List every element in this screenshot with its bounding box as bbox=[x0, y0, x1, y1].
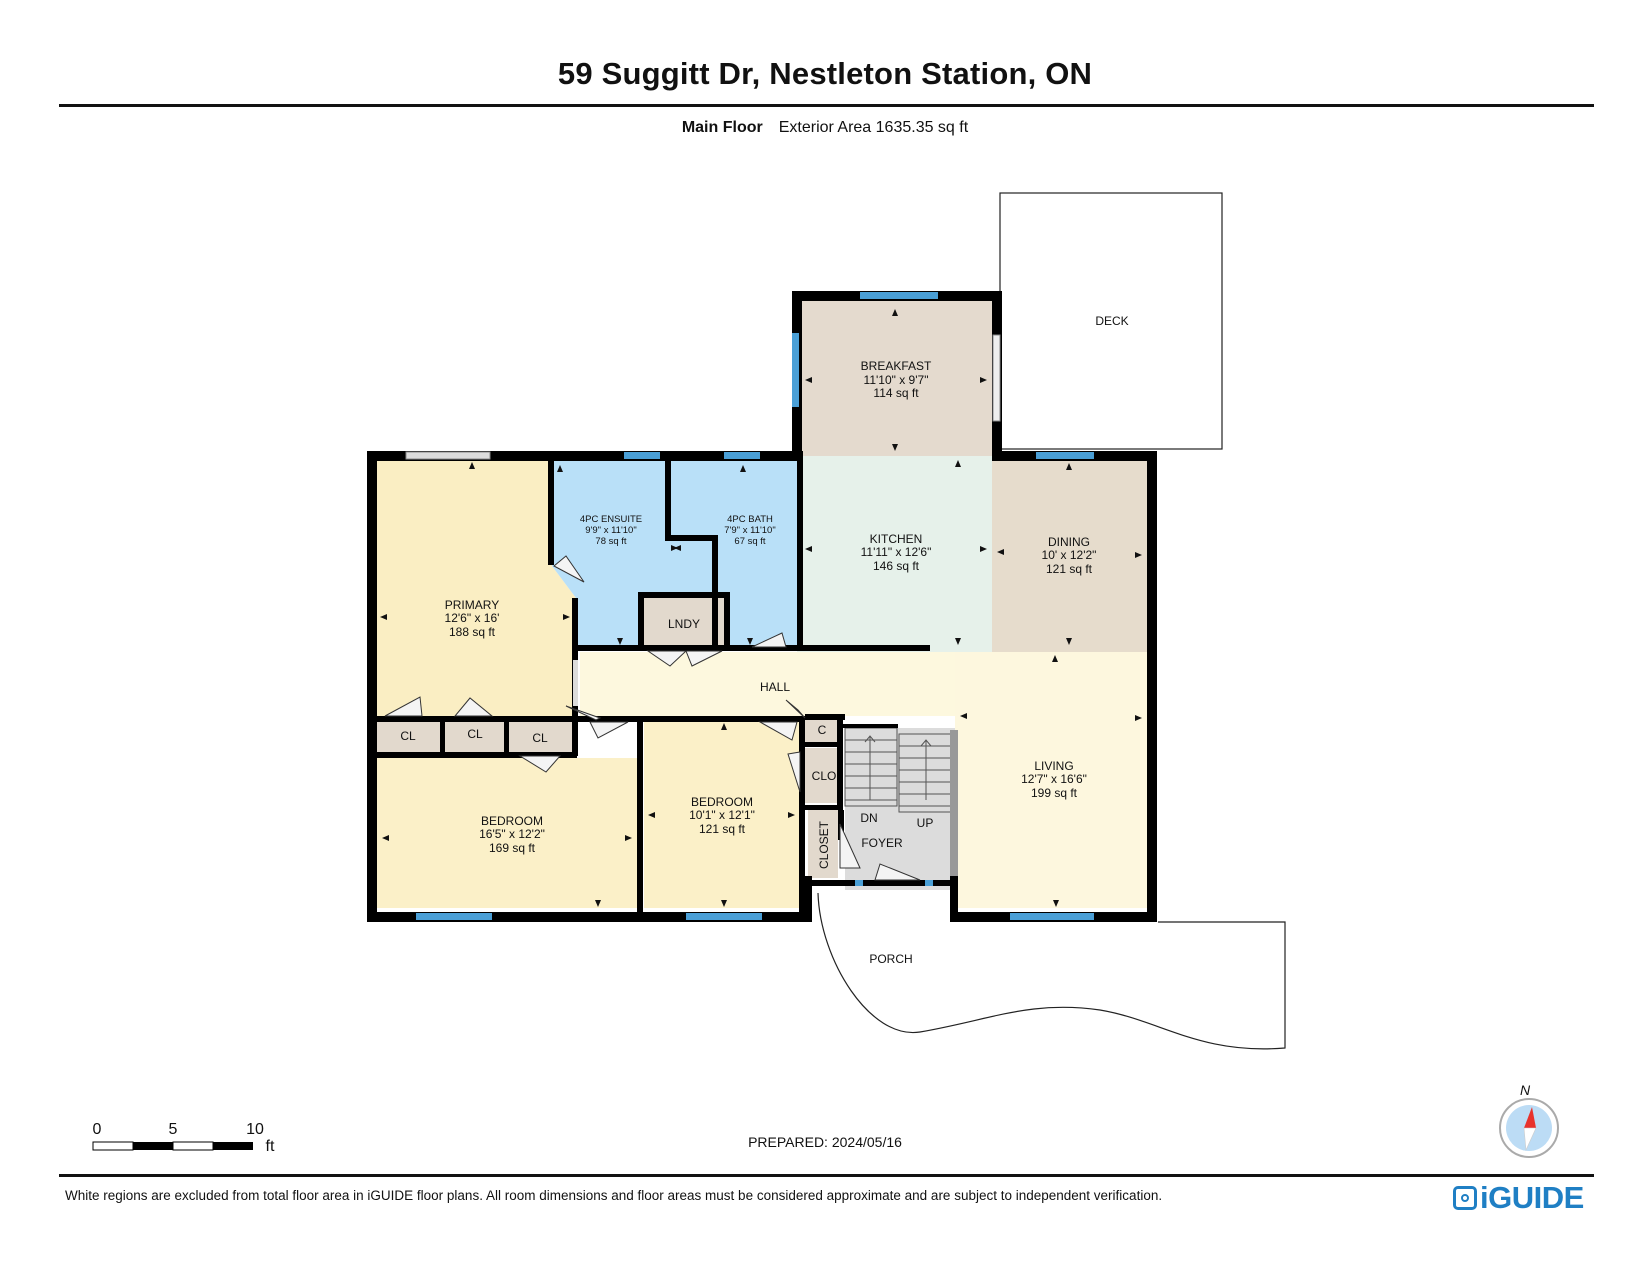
breakfast-label: BREAKFAST bbox=[861, 359, 932, 373]
closet-2 bbox=[445, 722, 505, 755]
primary-room bbox=[372, 456, 576, 718]
closet-c bbox=[805, 718, 837, 742]
ensuite-label: 4PC ENSUITE bbox=[580, 514, 642, 525]
kitchen-dims: 11'11" x 12'6" bbox=[861, 545, 932, 559]
bedroom-2-label: BEDROOM bbox=[691, 795, 753, 809]
porch-label: PORCH bbox=[869, 952, 912, 966]
doors bbox=[384, 555, 921, 881]
compass-north-label: N bbox=[1520, 1082, 1531, 1098]
living-dims: 12'7" x 16'6" bbox=[1021, 772, 1087, 786]
hall-label: HALL bbox=[760, 680, 790, 694]
foyer-label: FOYER bbox=[861, 836, 903, 850]
laundry-label: LNDY bbox=[668, 617, 700, 631]
stair-rail bbox=[950, 730, 958, 876]
dining-label: DINING bbox=[1048, 535, 1090, 549]
page-title: 59 Suggitt Dr, Nestleton Station, ON bbox=[557, 56, 1093, 91]
bath-area: 67 sq ft bbox=[734, 536, 766, 547]
breakfast-dims: 11'10" x 9'7" bbox=[864, 373, 929, 387]
closet-2-label: CL bbox=[467, 727, 483, 741]
scale-bar: 0 5 10 ft bbox=[92, 1121, 275, 1155]
prepared-date: PREPARED: 2024/05/16 bbox=[748, 1134, 902, 1150]
foyer-area bbox=[845, 728, 955, 890]
closet-3-label: CL bbox=[532, 731, 548, 745]
disclaimer: White regions are excluded from total fl… bbox=[65, 1188, 1163, 1203]
closet-clo-label: CLO bbox=[812, 769, 837, 783]
kitchen-label: KITCHEN bbox=[870, 532, 923, 546]
breakfast-room bbox=[797, 296, 992, 456]
footer-divider bbox=[59, 1174, 1594, 1177]
bath-label: 4PC BATH bbox=[727, 514, 773, 525]
kitchen-area: 146 sq ft bbox=[873, 559, 920, 573]
living-area: 199 sq ft bbox=[1031, 786, 1078, 800]
ensuite-dims: 9'9" x 11'10" bbox=[585, 525, 636, 536]
scale-tick-5: 5 bbox=[169, 1121, 178, 1138]
bedroom-1-label: BEDROOM bbox=[481, 814, 543, 828]
kitchen-room bbox=[797, 456, 992, 652]
stairs-up-label: UP bbox=[917, 816, 934, 830]
living-label: LIVING bbox=[1034, 759, 1073, 773]
bath-room bbox=[670, 456, 797, 647]
dining-dims: 10' x 12'2" bbox=[1042, 548, 1097, 562]
ensuite-area: 78 sq ft bbox=[595, 536, 627, 547]
primary-dims: 12'6" x 16' bbox=[445, 611, 500, 625]
bedroom-2-area: 121 sq ft bbox=[699, 822, 746, 836]
closet-c-label: C bbox=[818, 723, 827, 737]
scale-tick-0: 0 bbox=[93, 1121, 102, 1138]
closet-1-label: CL bbox=[400, 729, 416, 743]
bedroom-1-area: 169 sq ft bbox=[489, 841, 536, 855]
bedroom-1-dims: 16'5" x 12'2" bbox=[479, 827, 545, 841]
closet-1 bbox=[377, 722, 440, 755]
bath-dims: 7'9" x 11'10" bbox=[724, 525, 775, 536]
dining-room bbox=[992, 456, 1147, 652]
scale-tick-10: 10 bbox=[246, 1121, 264, 1138]
deck-area bbox=[999, 192, 1223, 450]
closet-clo bbox=[805, 748, 837, 803]
camera-icon bbox=[1453, 1186, 1477, 1210]
logo-text: iGUIDE bbox=[1480, 1180, 1584, 1215]
breakfast-area: 114 sq ft bbox=[873, 386, 919, 400]
closet-foyer-label: CLOSET bbox=[817, 820, 831, 869]
bedroom-2 bbox=[644, 720, 800, 908]
stairs-down-label: DN bbox=[860, 811, 877, 825]
windows bbox=[405, 292, 1094, 920]
scale-unit: ft bbox=[266, 1138, 275, 1155]
primary-label: PRIMARY bbox=[445, 598, 499, 612]
porch-area bbox=[817, 892, 1286, 1050]
primary-area: 188 sq ft bbox=[449, 625, 496, 639]
compass-icon bbox=[1499, 1098, 1559, 1158]
closet-3 bbox=[509, 722, 572, 755]
living-room bbox=[955, 652, 1147, 908]
bedroom-1 bbox=[377, 758, 637, 908]
bedroom-2-dims: 10'1" x 12'1" bbox=[689, 808, 755, 822]
deck-label: DECK bbox=[1095, 314, 1128, 328]
header-divider bbox=[59, 104, 1594, 107]
exterior-area: Exterior Area 1635.35 sq ft bbox=[778, 119, 969, 136]
iguide-logo[interactable]: iGUIDE bbox=[1453, 1180, 1584, 1215]
dining-area: 121 sq ft bbox=[1046, 562, 1093, 576]
closet-foyer bbox=[808, 810, 838, 878]
dimension-markers bbox=[380, 309, 1142, 907]
floor-label: Main Floor bbox=[681, 119, 763, 136]
floor-subtitle: Main Floor Exterior Area 1635.35 sq ft bbox=[0, 119, 1650, 137]
